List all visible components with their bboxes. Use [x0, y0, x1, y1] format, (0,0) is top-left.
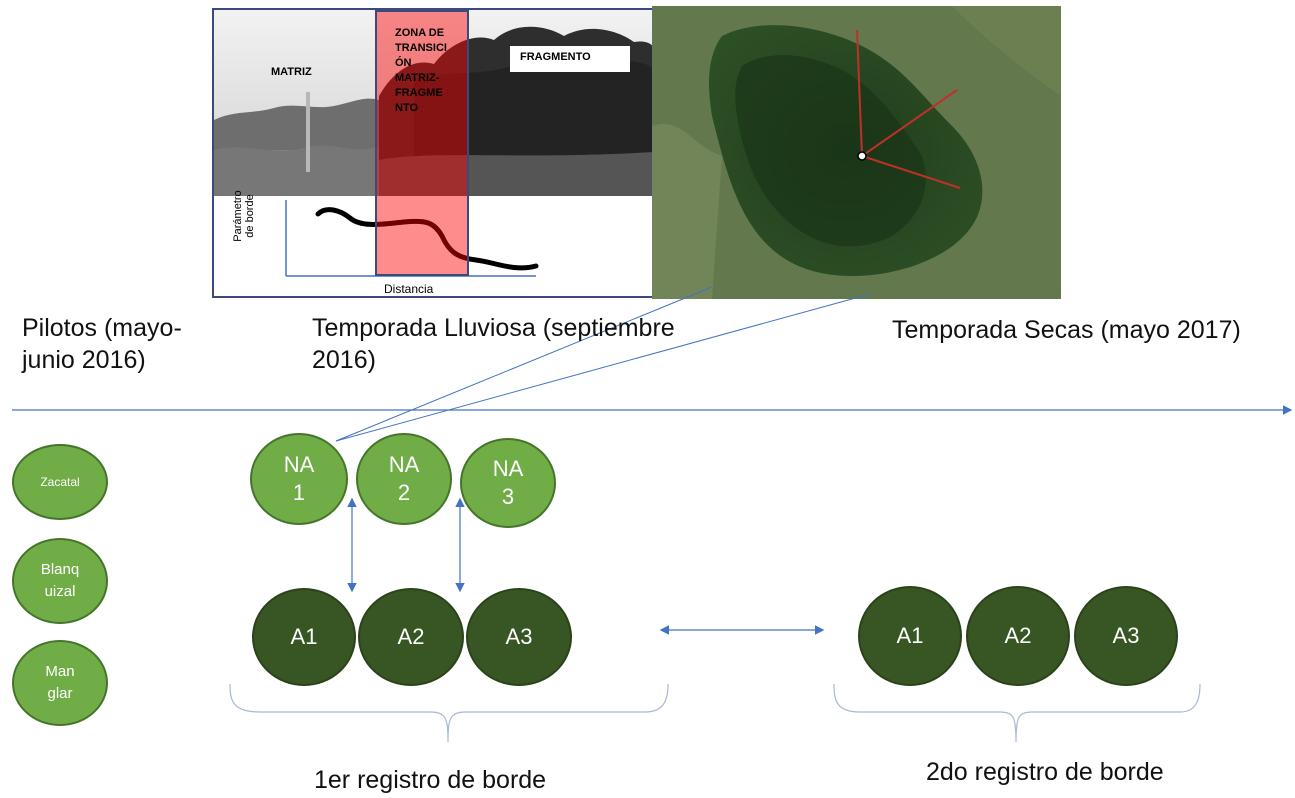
- fragment-label: FRAGMENTO: [510, 46, 630, 72]
- rainy-season-label: Temporada Lluviosa (septiembre 2016): [312, 314, 675, 374]
- second-record-site-a1: A1: [858, 586, 962, 686]
- edge-parameter-curve: [315, 207, 539, 271]
- matrix-label: MATRIZ: [271, 66, 312, 78]
- transition-label: ZONA DE TRANSICI ÓN MATRIZ- FRAGME NTO: [395, 27, 447, 114]
- matrix-fragment-photo: MATRIZ FRAGMENTO: [214, 10, 654, 196]
- second-record-site-a2: A2: [966, 586, 1070, 686]
- site-na1: NA 1: [250, 433, 348, 525]
- pilots-period-label: Pilotos (mayo- junio 2016): [22, 314, 182, 374]
- axis-x-label: Distancia: [384, 282, 434, 296]
- zoom-line-lower: [335, 293, 871, 442]
- pilot-site-blanquizal: Blanq uizal: [12, 538, 108, 624]
- first-record-label: 1er registro de borde: [314, 766, 547, 794]
- second-record-site-a3: A3: [1074, 586, 1178, 686]
- site-na2: NA 2: [356, 433, 452, 525]
- zoom-line-upper: [335, 286, 713, 442]
- first-record-brace: [229, 683, 669, 743]
- edge-parameter-chart: [285, 200, 539, 277]
- pilot-site-manglar: Man glar: [12, 640, 108, 726]
- satellite-fragment-graphic: [652, 6, 1061, 299]
- first-record-site-a1: A1: [252, 588, 356, 686]
- transition-zone: [375, 10, 469, 276]
- aerial-image: [652, 6, 1061, 299]
- dry-season-label: Temporada Secas (mayo 2017): [892, 316, 1241, 344]
- sampling-point-marker: [857, 151, 867, 161]
- first-record-site-a2: A2: [358, 588, 464, 686]
- first-record-site-a3: A3: [466, 588, 572, 686]
- second-record-brace: [833, 683, 1201, 743]
- pilot-site-zacatal: Zacatal: [12, 444, 108, 520]
- landscape-photo-graphic: [214, 10, 654, 196]
- site-na3: NA 3: [460, 438, 556, 528]
- edge-photo-panel: MATRIZ FRAGMENTO ZONA DE TRANSICI ÓN MAT…: [212, 8, 656, 298]
- second-record-label: 2do registro de borde: [926, 758, 1164, 786]
